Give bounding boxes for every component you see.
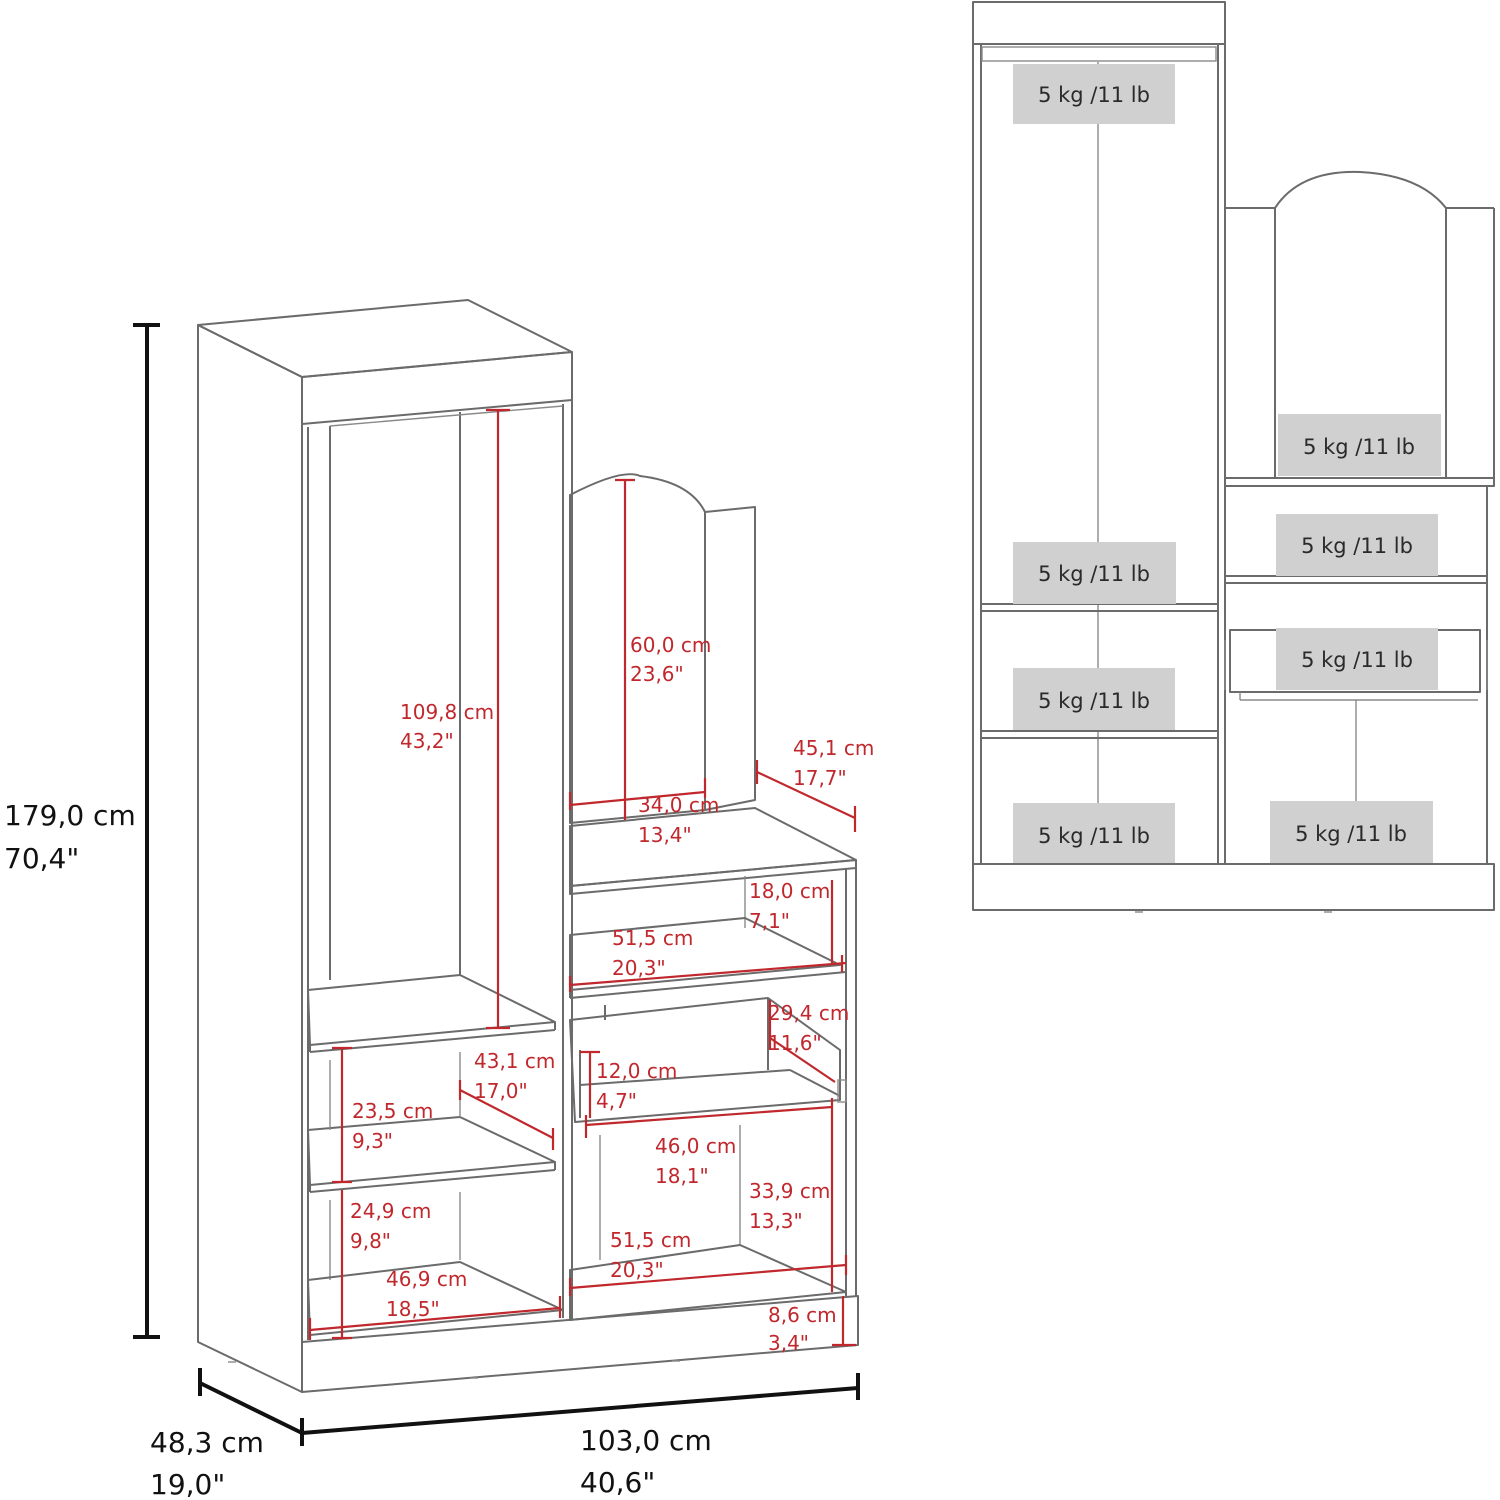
tall-unit-top-front [301,351,573,425]
left-bottom-width-cm: 46,9 cm [386,1267,467,1291]
overall-width-in: 40,6" [580,1466,655,1499]
weight-label-mirror-shelf: 5 kg /11 lb [1303,435,1415,459]
upper-niche-height-in: 7,1" [749,909,790,933]
front-right-top [1224,477,1495,487]
drawer-body [569,997,841,1123]
left-niche-2-height-in: 9,8" [350,1229,391,1253]
lower-niche-height-cm: 33,9 cm [749,1179,830,1203]
top-depth-in: 17,7" [793,766,847,790]
tall-unit-shelf-2 [307,1116,556,1186]
left-niche-1-height-cm: 23,5 cm [352,1099,433,1123]
overall-height-in: 70,4" [4,842,79,875]
mirror-arch-panel [569,473,706,824]
overall-height-cm: 179,0 cm [4,799,136,832]
cabinet-isometric-drawing [197,299,859,1393]
drawer-depth-in: 11,6" [768,1031,822,1055]
front-view-drawing [972,1,1495,913]
weight-label-right-bottom: 5 kg /11 lb [1295,822,1407,846]
weight-label-left-shelf-2: 5 kg /11 lb [1038,689,1150,713]
left-niche-2-height-cm: 24,9 cm [350,1199,431,1223]
drawer-depth-cm: 29,4 cm [768,1001,849,1025]
tall-unit-side-panel [197,324,303,1393]
overall-dimension-lines [133,323,860,1446]
upper-niche-shelf [569,917,841,991]
weight-label-left-shelf-1: 5 kg /11 lb [1038,562,1150,586]
left-niche-1-height-in: 9,3" [352,1129,393,1153]
base-height-cm: 8,6 cm [768,1303,837,1327]
drawer-handle-icon [837,1079,847,1103]
mirror-width-cm: 34,0 cm [638,793,719,817]
weight-label-upper-niche: 5 kg /11 lb [1301,534,1413,558]
lower-niche-width-in: 20,3" [610,1258,664,1282]
mirror-height-cm: 60,0 cm [630,633,711,657]
upper-niche-width-cm: 51,5 cm [612,926,693,950]
tall-unit-top-surface [197,299,573,378]
drawer-height-cm: 12,0 cm [596,1059,677,1083]
interior-dimension-labels: 109,8 cm 43,2" 60,0 cm 23,6" 34,0 cm 13,… [350,633,874,1355]
left-bottom-width-in: 18,5" [386,1297,440,1321]
interior-dimension-lines [308,408,857,1347]
drawer-width-in: 18,1" [655,1164,709,1188]
overall-depth-in: 19,0" [150,1468,225,1500]
overall-width-cm: 103,0 cm [580,1424,712,1457]
weight-limit-labels: 5 kg /11 lb 5 kg /11 lb 5 kg /11 lb 5 kg… [1013,64,1441,863]
front-mirror-arch [1274,170,1447,479]
upper-niche-height-cm: 18,0 cm [749,879,830,903]
lower-niche-height-in: 13,3" [749,1209,803,1233]
tall-unit-shelf-1 [307,974,556,1046]
weight-label-hanging: 5 kg /11 lb [1038,83,1150,107]
tall-unit-bottom-shelf [307,1261,564,1336]
left-shelf-depth-cm: 43,1 cm [474,1049,555,1073]
hanging-height-in: 43,2" [400,729,454,753]
drawer-width-cm: 46,0 cm [655,1134,736,1158]
hanging-rod [981,46,1217,62]
mirror-side-panel [704,506,756,811]
drawer-height-in: 4,7" [596,1089,637,1113]
overall-dimension-labels: 179,0 cm 70,4" 48,3 cm 19,0" 103,0 cm 40… [4,799,712,1500]
weight-label-drawer: 5 kg /11 lb [1301,648,1413,672]
lower-niche-width-cm: 51,5 cm [610,1228,691,1252]
upper-niche-width-in: 20,3" [612,956,666,980]
weight-label-left-bottom: 5 kg /11 lb [1038,824,1150,848]
front-tall-top [972,1,1226,45]
mirror-width-in: 13,4" [638,823,692,847]
overall-depth-cm: 48,3 cm [150,1426,264,1459]
left-shelf-depth-in: 17,0" [474,1079,528,1103]
lower-niche-shelf [569,1244,847,1321]
base-height-in: 3,4" [768,1331,809,1355]
top-depth-cm: 45,1 cm [793,736,874,760]
mirror-height-in: 23,6" [630,662,684,686]
front-base [972,863,1495,911]
hanging-height-cm: 109,8 cm [400,700,494,724]
cabinet-base-plinth [301,1295,859,1393]
